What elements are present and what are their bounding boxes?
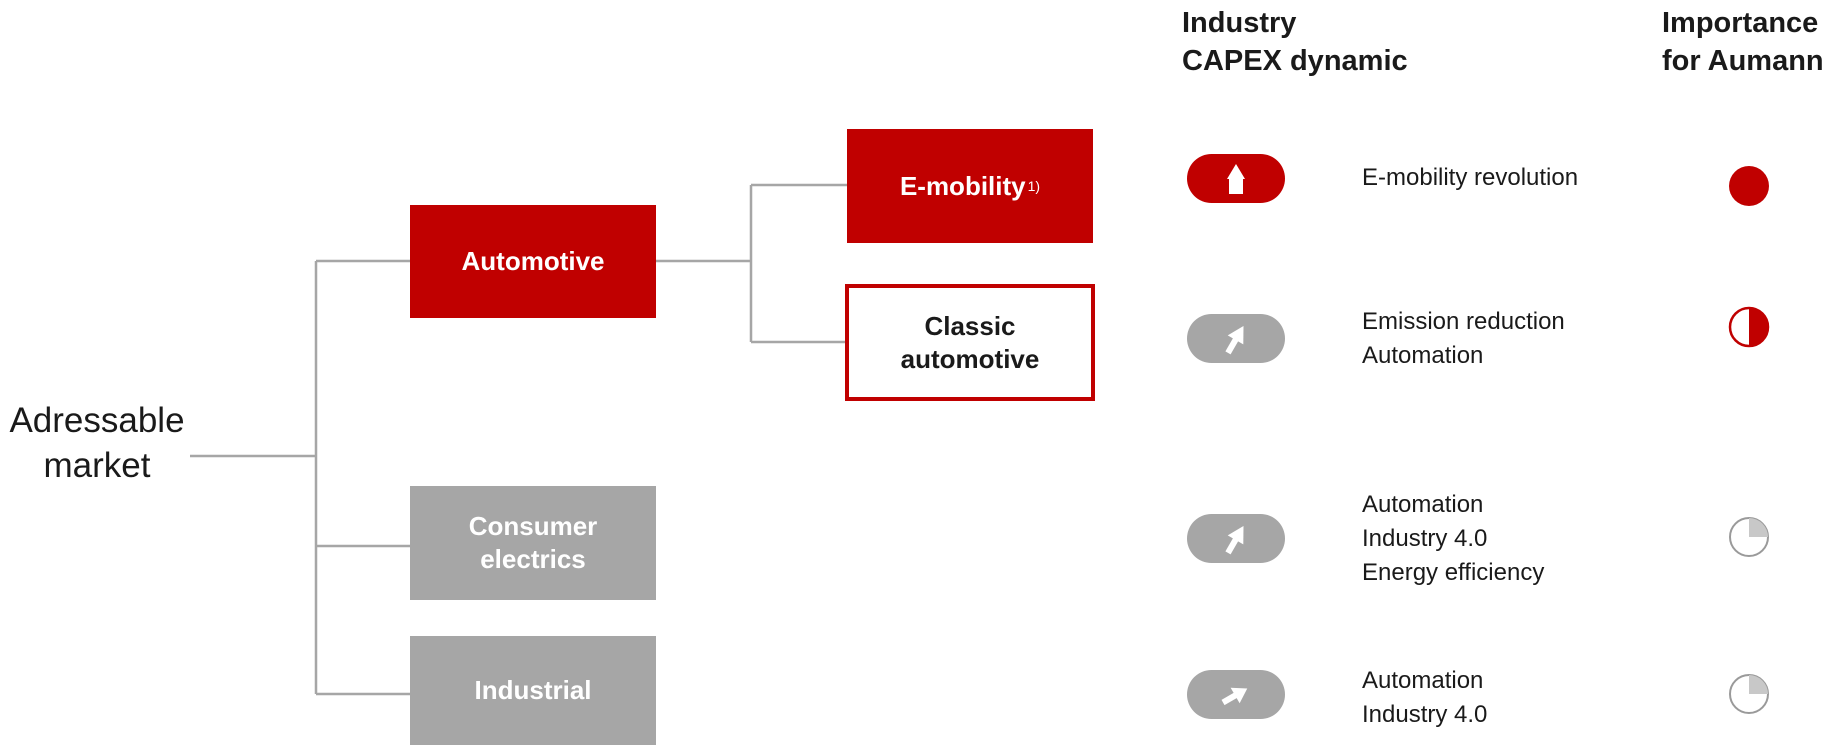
footnote-marker: 1): [1027, 177, 1041, 194]
segment-classic-automotive: Classic automotive: [845, 284, 1095, 401]
capex-trend-pill: [1187, 314, 1285, 363]
driver-item: Energy efficiency: [1362, 559, 1545, 586]
capex-trend-pill: [1187, 670, 1285, 719]
driver-item: Industry 4.0: [1362, 525, 1488, 552]
driver-item: E-mobility revolution: [1362, 164, 1579, 191]
driver-item: Emission reduction: [1362, 308, 1565, 335]
drivers-list: Emission reduction Automation: [1362, 305, 1622, 373]
segment-automotive: Automotive: [410, 205, 656, 318]
arrow-up-icon: [1227, 164, 1245, 194]
header-industry-capex-dynamic: Industry CAPEX dynamic: [1182, 7, 1408, 77]
segment-industrial: Industrial: [410, 636, 656, 745]
header-importance-for-aumann: Importance for Aumann: [1662, 7, 1824, 77]
importance-quarter-icon: [1729, 674, 1769, 714]
importance-full-icon: [1729, 166, 1769, 206]
arrow-up-right-icon: [1225, 526, 1244, 555]
segment-consumer-electrics-label: Consumer electrics: [468, 511, 598, 574]
driver-item: Automation: [1362, 491, 1484, 518]
drivers-list: E-mobility revolution: [1362, 161, 1622, 195]
driver-item: Automation: [1362, 342, 1484, 369]
capex-trend-pill: [1187, 154, 1285, 203]
driver-item: Automation: [1362, 667, 1484, 694]
importance-half-icon: [1728, 306, 1770, 348]
segment-consumer-electrics: Consumer electrics: [410, 486, 656, 600]
segment-e-mobility-label: E-mobility: [899, 170, 1026, 201]
segment-automotive-label: Automotive: [461, 246, 605, 276]
root-adressable-market: Adressable market: [9, 401, 185, 485]
segment-classic-automotive-label: Classic automotive: [900, 310, 1040, 374]
drivers-list: Automation Industry 4.0 Energy efficienc…: [1362, 488, 1622, 590]
arrow-diagonal-up-right-icon: [1221, 687, 1248, 706]
capex-trend-pill: [1187, 514, 1285, 563]
drivers-list: Automation Industry 4.0: [1362, 664, 1622, 732]
arrow-up-right-icon: [1225, 326, 1244, 355]
importance-quarter-icon: [1729, 517, 1769, 557]
driver-item: Industry 4.0: [1362, 701, 1488, 728]
segment-industrial-label: Industrial: [474, 675, 592, 705]
